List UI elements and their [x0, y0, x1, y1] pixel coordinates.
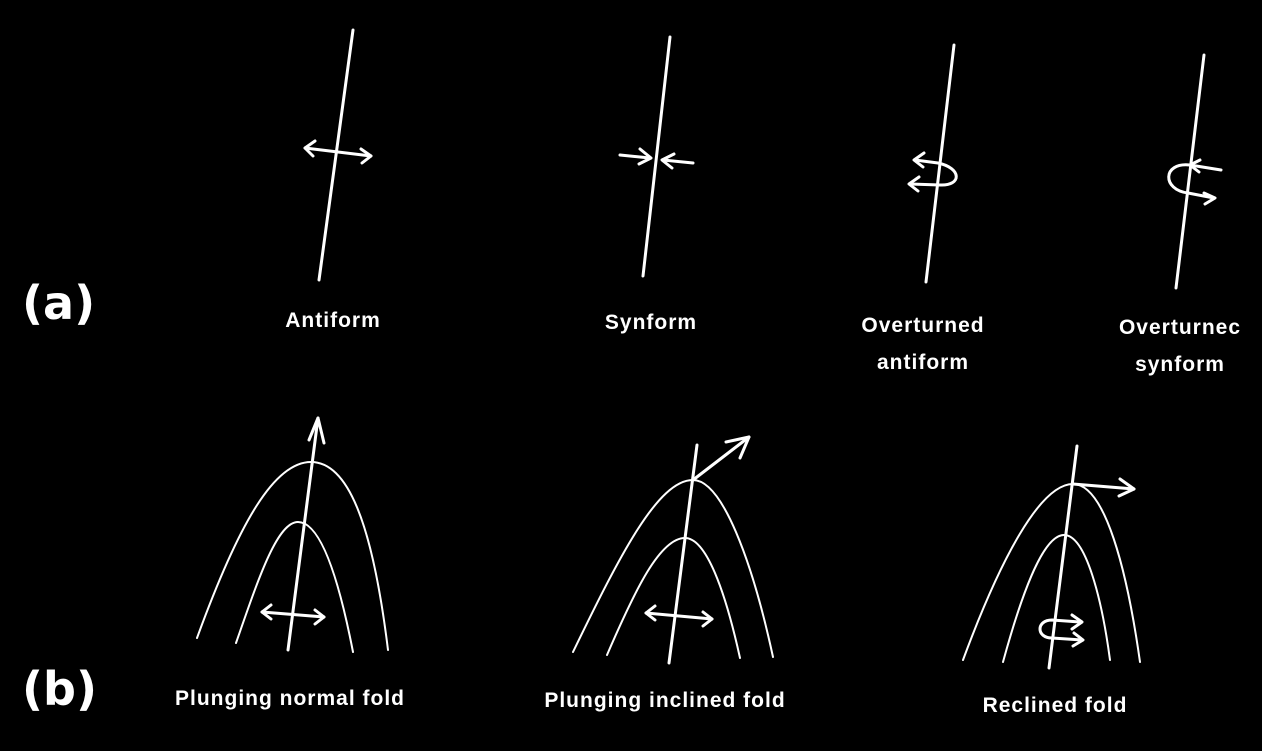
part-a-label: (a) — [22, 276, 96, 330]
caption-overturned-synform-line1: Overturnec — [1118, 316, 1242, 339]
plunging-normal-fold-drawing — [196, 416, 389, 653]
caption-reclined-fold: Reclined fold — [982, 694, 1128, 717]
caption-antiform: Antiform — [233, 302, 433, 339]
caption-plunging-inclined-fold: Plunging inclined fold — [544, 689, 786, 712]
caption-overturned-antiform-line2: antiform — [877, 351, 969, 374]
overturned-antiform-symbol — [907, 43, 958, 284]
caption-plunging-normal-fold: Plunging normal fold — [175, 687, 405, 710]
caption-synform-line1: Synform — [604, 311, 698, 334]
caption-antiform-line1: Antiform — [285, 309, 381, 332]
reclined-fold-drawing — [962, 444, 1141, 670]
caption-overturned-synform-line2: synform — [1135, 353, 1225, 376]
caption-overturned-synform: Overturnec synform — [1080, 309, 1262, 383]
caption-synform: Synform — [551, 304, 751, 341]
overturned-synform-symbol — [1167, 53, 1223, 290]
caption-overturned-antiform-line1: Overturned — [861, 314, 985, 337]
part-b-label: (b) — [22, 662, 97, 716]
synform-symbol — [618, 35, 695, 278]
plunging-inclined-fold-drawing — [572, 435, 774, 665]
caption-overturned-antiform: Overturned antiform — [818, 307, 1028, 381]
antiform-symbol — [303, 28, 373, 282]
